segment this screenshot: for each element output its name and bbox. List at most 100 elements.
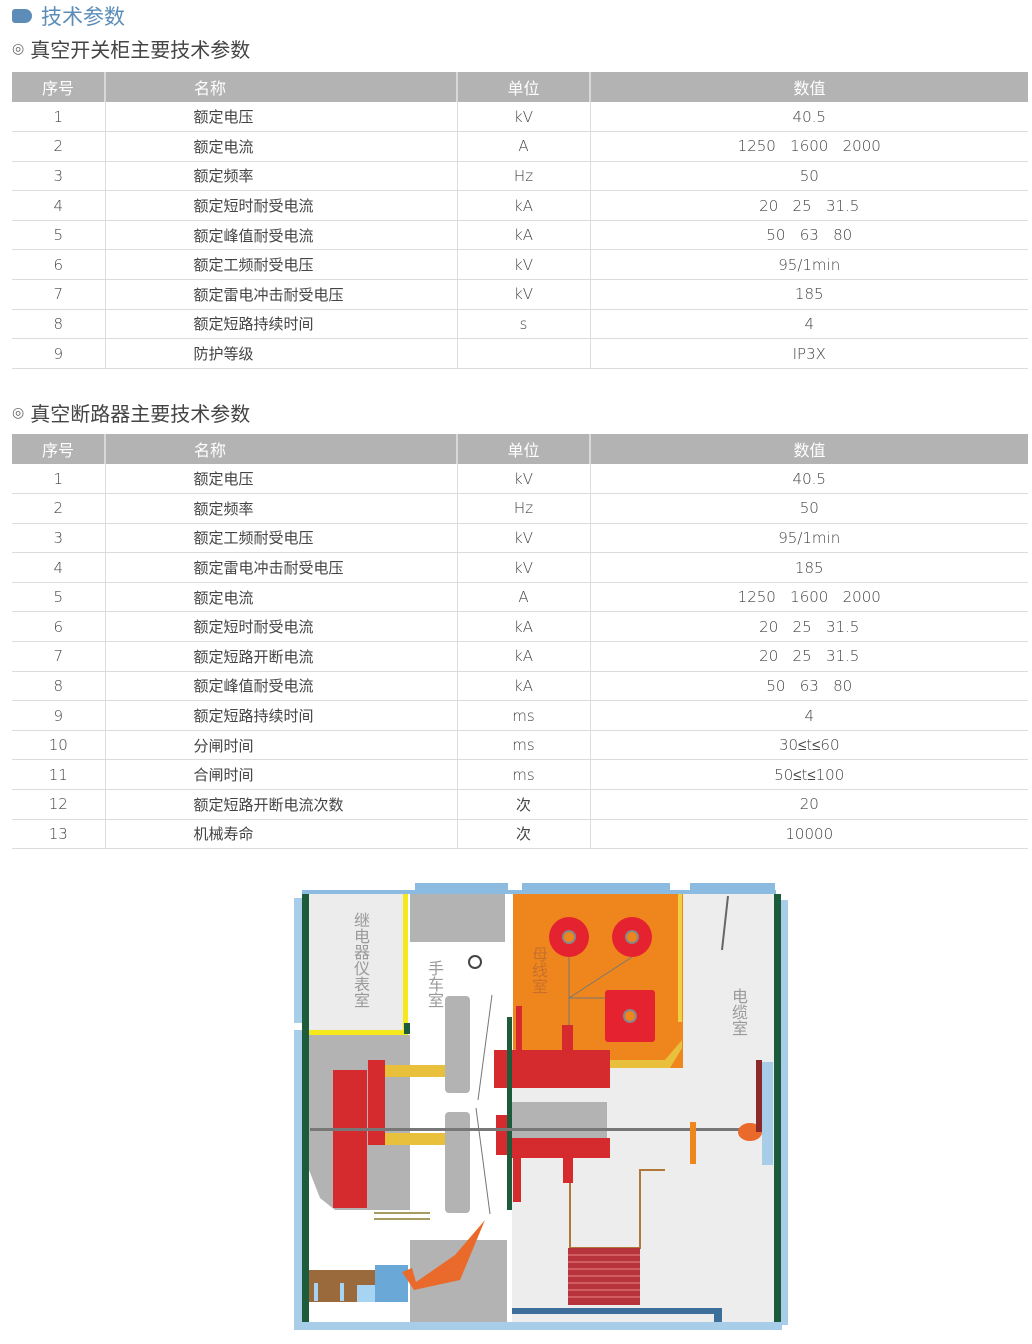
cell-name: 额定频率 bbox=[104, 161, 457, 192]
cell-unit: kA bbox=[456, 190, 590, 221]
cell-value: 1250 1600 2000 bbox=[589, 131, 1028, 162]
cell-value: 185 bbox=[589, 552, 1028, 583]
cell-index: 5 bbox=[12, 220, 105, 251]
cell-name: 额定雷电冲击耐受电压 bbox=[104, 552, 457, 583]
cell-unit: Hz bbox=[456, 493, 590, 524]
section-marker-icon bbox=[12, 9, 32, 23]
cable-room-label: 电缆室 bbox=[729, 988, 748, 1036]
cell-index: 1 bbox=[12, 464, 105, 495]
header-index: 序号 bbox=[12, 434, 105, 464]
cell-index: 8 bbox=[12, 309, 105, 340]
cell-value: 4 bbox=[589, 700, 1028, 731]
cell-value: 20 bbox=[589, 789, 1028, 820]
cell-name: 额定电流 bbox=[104, 582, 457, 613]
outer-frame bbox=[294, 883, 788, 1330]
cell-unit: 次 bbox=[456, 819, 590, 850]
cell-value: 10000 bbox=[589, 819, 1028, 850]
cell-unit: kV bbox=[456, 102, 590, 133]
cell-index: 3 bbox=[12, 161, 105, 192]
cell-name: 防护等级 bbox=[104, 338, 457, 369]
cell-index: 11 bbox=[12, 759, 105, 791]
grounding-switch-arm bbox=[402, 1220, 485, 1290]
cell-index: 4 bbox=[12, 552, 105, 583]
header-index: 序号 bbox=[12, 72, 105, 102]
cell-value: 95/1min bbox=[589, 249, 1028, 281]
header-unit: 单位 bbox=[456, 434, 590, 464]
cell-unit: ms bbox=[456, 730, 590, 761]
cell-value: 50 bbox=[589, 161, 1028, 192]
cell-unit: kA bbox=[456, 220, 590, 251]
cell-unit: ms bbox=[456, 759, 590, 791]
header-name: 名称 bbox=[104, 434, 457, 464]
cell-index: 1 bbox=[12, 102, 105, 133]
cell-index: 9 bbox=[12, 700, 105, 731]
cell-name: 额定短路开断电流次数 bbox=[104, 789, 457, 820]
section-title-text: 技术参数 bbox=[41, 5, 125, 29]
cell-index: 7 bbox=[12, 641, 105, 672]
header-unit: 单位 bbox=[456, 72, 590, 102]
cell-index: 7 bbox=[12, 279, 105, 310]
header-value: 数值 bbox=[589, 72, 1028, 102]
cell-unit: kV bbox=[456, 464, 590, 495]
cell-index: 3 bbox=[12, 523, 105, 554]
header-row: 序号名称单位数值 bbox=[12, 72, 1028, 102]
cell-name: 额定雷电冲击耐受电压 bbox=[104, 279, 457, 310]
cell-unit: ms bbox=[456, 700, 590, 731]
cell-name: 额定频率 bbox=[104, 493, 457, 524]
section-title: 技术参数 bbox=[12, 2, 125, 30]
cell-value: 50≤t≤100 bbox=[589, 759, 1028, 791]
operating-rod bbox=[310, 1128, 740, 1131]
cell-unit: Hz bbox=[456, 161, 590, 192]
cell-name: 额定短路开断电流 bbox=[104, 641, 457, 672]
table1-subtitle: ◎ 真空开关柜主要技术参数 bbox=[12, 38, 251, 62]
cell-name: 额定工频耐受电压 bbox=[104, 523, 457, 554]
cell-unit bbox=[456, 338, 590, 369]
viewport-circle bbox=[468, 955, 482, 969]
cell-unit: 次 bbox=[456, 789, 590, 820]
cell-unit: A bbox=[456, 582, 590, 613]
cell-name: 额定短时耐受电流 bbox=[104, 190, 457, 221]
cell-index: 10 bbox=[12, 730, 105, 761]
cell-unit: kV bbox=[456, 552, 590, 583]
cell-value: 40.5 bbox=[589, 102, 1028, 133]
cell-index: 13 bbox=[12, 819, 105, 850]
cell-index: 2 bbox=[12, 131, 105, 162]
cell-value: 50 bbox=[589, 493, 1028, 524]
cell-value: 1250 1600 2000 bbox=[589, 582, 1028, 613]
cell-name: 额定工频耐受电压 bbox=[104, 249, 457, 281]
cell-name: 额定短时耐受电流 bbox=[104, 611, 457, 643]
relay-room bbox=[309, 894, 403, 1030]
cell-name: 机械寿命 bbox=[104, 819, 457, 850]
cell-unit: kA bbox=[456, 611, 590, 643]
cell-unit: A bbox=[456, 131, 590, 162]
cell-name: 额定短路持续时间 bbox=[104, 700, 457, 731]
table2-subtitle: ◎ 真空断路器主要技术参数 bbox=[12, 402, 251, 426]
truck-room-label: 手车室 bbox=[425, 960, 444, 1008]
cell-unit: kV bbox=[456, 249, 590, 281]
cell-name: 额定峰值耐受电流 bbox=[104, 220, 457, 251]
cell-unit: kA bbox=[456, 641, 590, 672]
cell-value: 30≤t≤60 bbox=[589, 730, 1028, 761]
cell-index: 12 bbox=[12, 789, 105, 820]
cell-value: 20 25 31.5 bbox=[589, 641, 1028, 672]
cell-value: 4 bbox=[589, 309, 1028, 340]
cell-name: 额定电压 bbox=[104, 102, 457, 133]
header-value: 数值 bbox=[589, 434, 1028, 464]
cell-index: 2 bbox=[12, 493, 105, 524]
